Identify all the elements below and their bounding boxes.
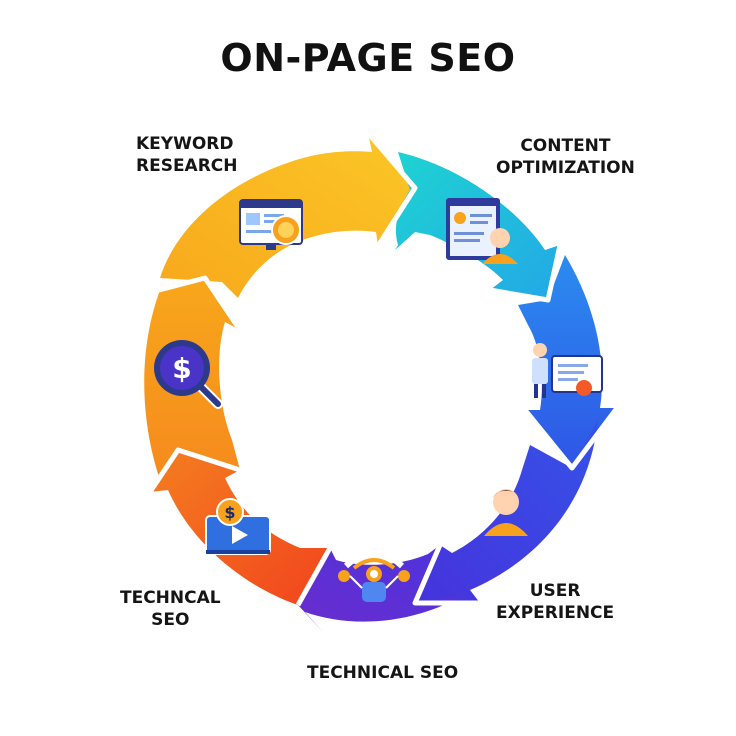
label-technical-bottom-text: TECHNICAL SEO bbox=[307, 663, 459, 683]
svg-text:$: $ bbox=[224, 503, 235, 522]
label-technical-seo-left: TECHNCAL SEO bbox=[120, 587, 221, 631]
user-avatar-icon bbox=[484, 489, 528, 536]
label-content-line1: CONTENT bbox=[520, 136, 611, 156]
label-keyword-research: KEYWORD RESEARCH bbox=[136, 133, 238, 177]
label-technical-left-line1: TECHNCAL bbox=[120, 588, 221, 608]
label-user-experience: USER EXPERIENCE bbox=[496, 580, 614, 624]
label-technical-left-line2: SEO bbox=[151, 610, 190, 630]
page-title: ON-PAGE SEO bbox=[220, 36, 516, 80]
label-content-line2: OPTIMIZATION bbox=[496, 158, 635, 178]
label-keyword-line2: RESEARCH bbox=[136, 156, 238, 176]
svg-text:$: $ bbox=[172, 352, 191, 385]
label-user-line2: EXPERIENCE bbox=[496, 603, 615, 623]
robot-hub-icon bbox=[338, 550, 410, 602]
label-user-line1: USER bbox=[529, 581, 581, 601]
label-keyword-line1: KEYWORD bbox=[136, 134, 234, 154]
dollar-search-icon: $ bbox=[154, 340, 223, 409]
label-technical-seo-bottom: TECHNICAL SEO bbox=[307, 662, 458, 684]
money-video-icon: $ bbox=[205, 498, 271, 555]
browser-coin-icon bbox=[239, 199, 303, 250]
presenter-board-icon bbox=[532, 343, 603, 398]
profile-document-icon bbox=[446, 198, 518, 264]
label-content-optimization: CONTENT OPTIMIZATION bbox=[496, 135, 635, 179]
